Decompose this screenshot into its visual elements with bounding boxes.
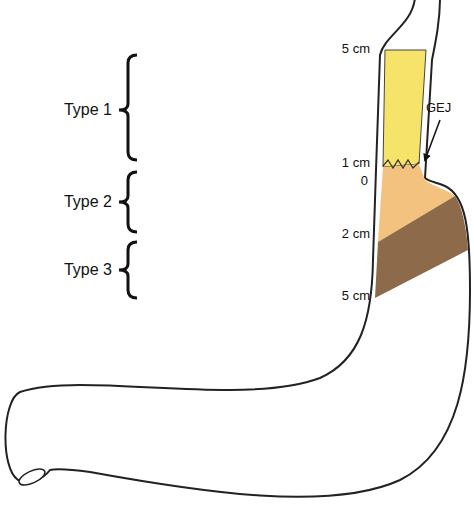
type-label: Type 2 <box>64 192 112 211</box>
type-label: Type 3 <box>64 260 112 279</box>
distance-label: 1 cm <box>342 155 370 171</box>
esophageal-mucosa <box>383 50 426 167</box>
gej-label: GEJ <box>426 100 451 116</box>
gej-arrow <box>425 120 440 160</box>
distance-label: 5 cm <box>342 41 370 57</box>
type-bracket <box>119 172 137 232</box>
distance-label: 5 cm <box>342 288 370 304</box>
stomach-outline <box>5 0 470 497</box>
distance-label: 0 <box>361 173 368 189</box>
gastric-region <box>375 196 468 298</box>
type-bracket <box>119 55 137 160</box>
distance-label: 2 cm <box>342 226 370 242</box>
pylorus-opening <box>17 466 47 489</box>
z-line <box>383 160 419 168</box>
type-bracket <box>119 242 137 298</box>
type-label: Type 1 <box>64 100 112 119</box>
